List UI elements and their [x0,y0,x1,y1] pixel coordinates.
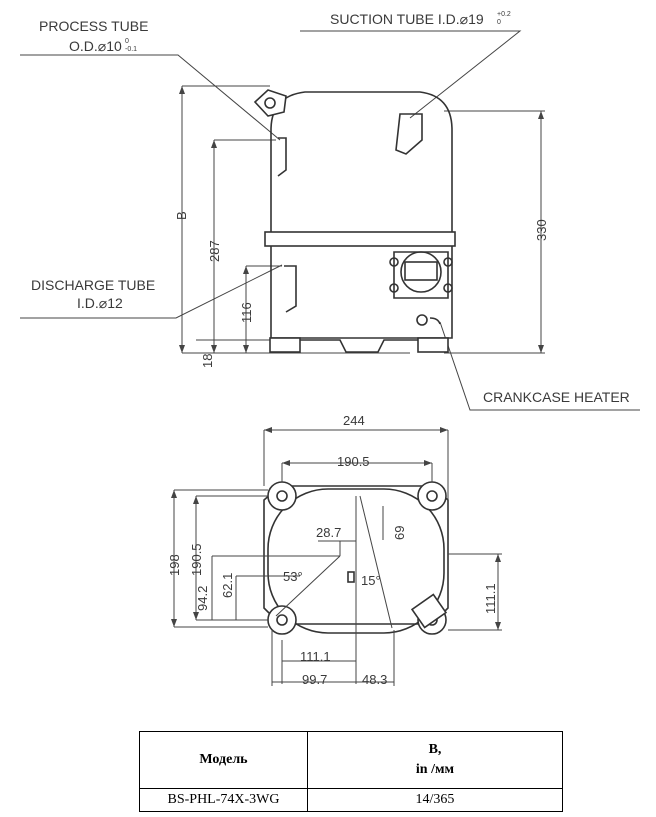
discharge-tube-leader [20,264,283,319]
suction-tube [395,113,423,155]
table-row: BS-PHL-74X-3WG 14/365 [139,788,563,812]
dim-28-7: 28.7 [316,525,341,540]
header-model: Модель [139,731,308,789]
side-view: PROCESS TUBE O.D.⌀10 0 -0.1 SUCTION TUBE… [20,11,640,411]
suction-tube-leader [300,30,522,119]
dim-244: 244 [343,413,365,428]
dim-116: 116 [239,302,254,323]
crankcase-heater [416,314,428,326]
compressor-drawing: PROCESS TUBE O.D.⌀10 0 -0.1 SUCTION TUBE… [20,11,640,687]
discharge-tube-label: DISCHARGE TUBE [31,277,155,293]
dim-69: 69 [392,526,407,540]
angle-15: 15° [361,573,381,588]
shell-band [264,231,456,247]
dim-62-1: 62.1 [220,573,235,598]
spec-table: Модель B, in /мм BS-PHL-74X-3WG 14/365 [139,731,563,812]
dim-111-1-right: 111.1 [483,583,498,614]
dim-99-7: 99.7 [302,672,327,687]
discharge-tube-id-label: I.D.⌀12 [77,295,123,311]
dim-18: 18 [200,354,215,368]
dim-287: 287 [207,240,222,262]
row-b: 14/365 [307,788,563,812]
dim-190-5-top: 190.5 [337,454,370,469]
dim-330: 330 [534,219,549,241]
dim-111-1-bottom: 111.1 [300,649,331,664]
shell-lower [270,246,453,339]
crankcase-heater-leader [439,321,640,411]
dim-94-2: 94.2 [195,586,210,611]
dim-b: B [174,211,189,220]
suction-tube-tol-lower: 0 [497,19,501,26]
discharge-tube [284,265,297,313]
header-b-line1: B, [428,742,442,757]
angle-53: 53° [283,569,303,584]
process-tube-tol-upper: 0 [125,38,129,45]
process-tube [277,137,287,177]
dim-190-5-left: 190.5 [189,543,204,576]
process-tube-leader [20,54,281,141]
header-b-line2: in /мм [415,762,455,777]
process-tube-label: PROCESS TUBE [39,18,148,34]
dim-198: 198 [167,554,182,576]
process-tube-tol-lower: -0.1 [125,46,137,53]
crankcase-heater-label: CRANKCASE HEATER [483,389,630,405]
row-model: BS-PHL-74X-3WG [139,788,308,812]
suction-tube-label: SUCTION TUBE I.D.⌀19 [330,11,484,27]
dim-48-3: 48.3 [362,672,387,687]
terminal-box [389,251,453,299]
suction-tube-tol-upper: +0.2 [497,11,511,18]
top-view: 244 190.5 198 190.5 28.7 69 53° 15° 94.2… [167,413,502,687]
header-b: B, in /мм [307,731,563,789]
shell-upper [270,91,453,232]
process-tube-od-label: O.D.⌀10 [69,38,122,54]
